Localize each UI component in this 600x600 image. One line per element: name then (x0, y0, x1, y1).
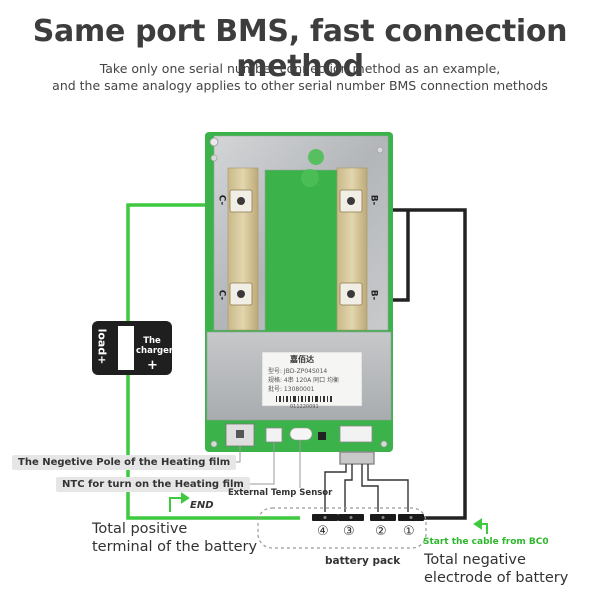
terminal-c-upper: C- (216, 194, 227, 206)
nameplate-spec: 规格: 4串 120A 同口 均衡 (268, 377, 340, 384)
cell-number-2: ② (375, 524, 387, 539)
cell-number-3: ③ (343, 524, 355, 539)
battery-pack-outline (257, 507, 427, 549)
sampling-harness (324, 451, 409, 512)
callout-heating-negative: The Negetive Pole of the Heating film (12, 455, 237, 470)
label-total-negative: Total negative electrode of battery (424, 552, 569, 586)
black-wires (385, 208, 467, 520)
load-label: load+ (95, 328, 109, 365)
charger-plus: + (147, 358, 158, 373)
charger-label: The charger (136, 336, 174, 356)
cell-number-1: ① (403, 524, 415, 539)
nameplate-batch: 批号: 13080001 (268, 386, 315, 393)
nameplate-brand: 嘉佰达 (290, 355, 314, 364)
page-subtitle: Take only one serial number connection m… (0, 60, 600, 94)
label-end: END (190, 500, 214, 511)
label-start-cable: Start the cable from BC0 (423, 537, 549, 547)
green-wires (126, 203, 300, 520)
cell-terminals (312, 514, 424, 521)
page-title: Same port BMS, fast connection method (32, 14, 568, 84)
green-wire-load-to-positive (126, 372, 300, 520)
start-arrow-icon (473, 518, 488, 534)
barcode-number: 011220091 (290, 404, 319, 410)
label-total-positive: Total positive terminal of the battery (92, 521, 258, 555)
black-wire-b-upper (385, 208, 467, 520)
green-wire-c-to-load (126, 203, 222, 322)
callout-ntc: NTC for turn on the Heating film (56, 477, 250, 492)
cell-number-4: ④ (317, 524, 329, 539)
terminal-c-lower: C- (216, 289, 227, 301)
end-arrow-icon (169, 492, 190, 512)
subtitle-line-2: and the same analogy applies to other se… (52, 78, 548, 93)
label-battery-pack: battery pack (325, 555, 401, 567)
cell-terminal-dots (323, 516, 413, 519)
terminal-b-upper: B- (368, 194, 379, 206)
label-temp-sensor: External Temp Sensor (228, 488, 333, 498)
terminal-b-lower: B- (368, 289, 379, 301)
bms-board (205, 132, 393, 452)
nameplate-model: 型号: JBD-ZP04S014 (268, 368, 328, 375)
subtitle-line-1: Take only one serial number connection m… (99, 61, 501, 76)
